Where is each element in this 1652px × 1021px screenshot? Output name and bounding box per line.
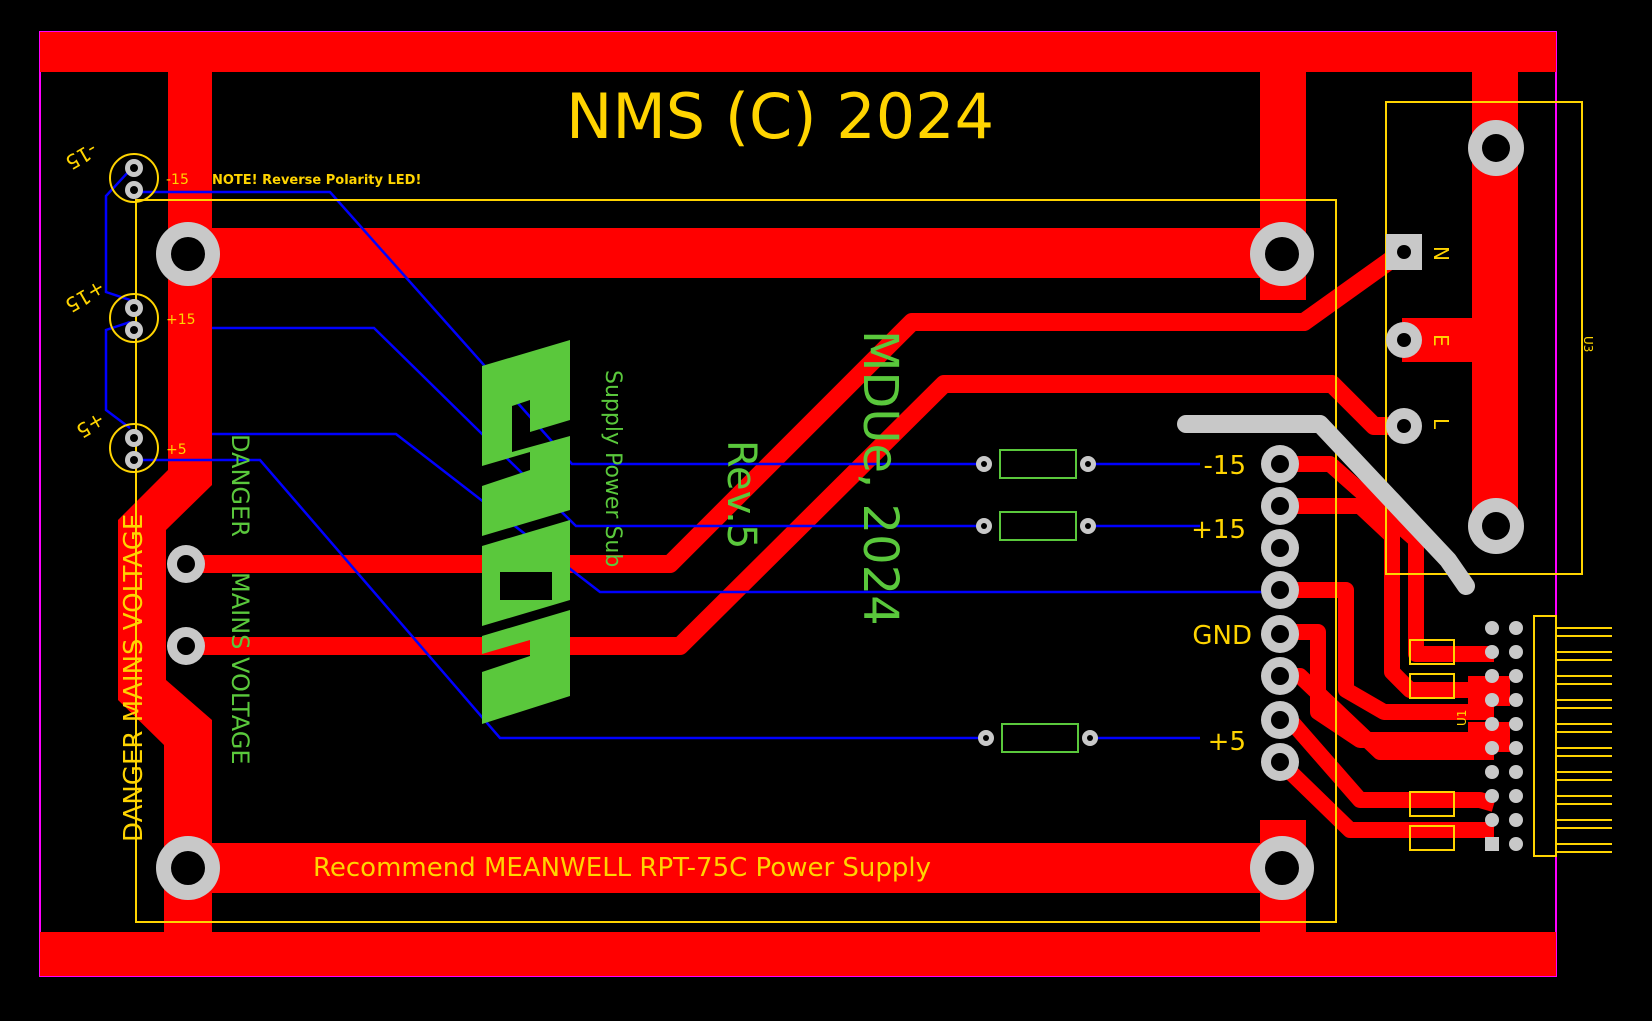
- bottom-silk-layer: [482, 340, 570, 724]
- led-note: NOTE! Reverse Polarity LED!: [212, 173, 421, 188]
- led-m15-trace: [104, 169, 131, 302]
- terminal-outline: [1385, 101, 1583, 575]
- header-label-p15: +15: [1191, 515, 1246, 545]
- terminal-hole-bottom: [1468, 498, 1524, 554]
- danger-silk-label-2: MAINS VOLTAGE: [226, 572, 254, 765]
- connector-fingers: [1556, 627, 1612, 853]
- smd-cap-1: [1409, 639, 1455, 665]
- ac-pad-2: [167, 627, 205, 665]
- smd-cap-3: [1409, 791, 1455, 817]
- connector-pads: [1485, 621, 1523, 851]
- trace-m15: [1280, 456, 1494, 662]
- resistor-r1: [999, 449, 1077, 479]
- terminal-pad-n: [1386, 234, 1422, 270]
- logo-cutout: [500, 572, 552, 600]
- lower-plane-trace: [190, 843, 1282, 893]
- pads: [125, 120, 1524, 900]
- mount-hole-tr: [1250, 222, 1314, 286]
- led-pads: [125, 159, 143, 469]
- bottom-rail-trace: [40, 932, 1556, 976]
- recommend-label: Recommend MEANWELL RPT-75C Power Supply: [313, 853, 931, 883]
- connector-fill: [1468, 676, 1510, 752]
- upper-plane-trace: [190, 228, 1282, 278]
- bottom-copper-layer: [104, 169, 1280, 740]
- connector-ref: U1: [1455, 710, 1469, 726]
- smd-caps: [1409, 639, 1455, 851]
- led-label-p15: +15: [61, 276, 110, 318]
- supply-silk-label: Supply Power Sub: [600, 370, 625, 567]
- trace-gnd-a: [1280, 582, 1494, 720]
- terminal-label-e: E: [1429, 334, 1453, 347]
- terminal-label-n: N: [1429, 246, 1453, 261]
- live-trace: [177, 375, 1411, 655]
- terminal-hole-top: [1468, 120, 1524, 176]
- connector-outline: [1533, 615, 1557, 857]
- header-pad: [1261, 743, 1299, 781]
- logo-mark: [482, 340, 570, 724]
- terminal-label-l: L: [1429, 418, 1453, 430]
- led-pin-m15: -15: [166, 172, 189, 188]
- header-pad: [1261, 445, 1299, 483]
- resistor-r2: [999, 511, 1077, 541]
- led-outline-2: [109, 293, 159, 343]
- led-outline-3: [109, 423, 159, 473]
- trace-gnd-b: [1280, 624, 1494, 748]
- terminal-ref: U3: [1581, 336, 1595, 352]
- led-label-m15: -15: [61, 138, 101, 175]
- mount-hole-bl: [156, 836, 220, 900]
- resistor-pads: [976, 456, 1098, 746]
- led-outline-1: [109, 153, 159, 203]
- header-pads: [1261, 445, 1299, 781]
- led-p15-trace: [104, 320, 131, 429]
- header-pad: [1261, 657, 1299, 695]
- led-pin-p5: +5: [166, 442, 187, 458]
- board-title: NMS (C) 2024: [566, 80, 994, 153]
- blue-p5: [132, 458, 982, 740]
- smd-cap-4: [1409, 825, 1455, 851]
- trace-p15: [1280, 498, 1494, 698]
- header-label-m15: -15: [1204, 451, 1246, 481]
- header-pad: [1261, 529, 1299, 567]
- ac-pad-1: [167, 545, 205, 583]
- danger-mains-label: DANGER MAINS VOLTAGE: [119, 514, 149, 842]
- danger-silk-label-1: DANGER: [226, 434, 254, 537]
- led-label-p5: +5: [72, 408, 110, 444]
- trace-last: [1274, 756, 1494, 838]
- blue-m15: [132, 190, 982, 466]
- top-silk-outlines: [109, 101, 1612, 923]
- header-pad: [1261, 615, 1299, 653]
- mount-hole-br: [1250, 836, 1314, 900]
- blue-p15: [212, 326, 982, 528]
- connector-traces: [1274, 456, 1497, 838]
- mount-hole-tl: [156, 222, 220, 286]
- left-bus-trace: [118, 72, 212, 932]
- header-label-p5: +5: [1208, 727, 1246, 757]
- smd-cap-2: [1409, 673, 1455, 699]
- terminal-pad-l: [1386, 408, 1422, 444]
- revision-label: Rev.5: [718, 440, 764, 549]
- date-silk-label: MDUe, 2024: [852, 330, 908, 626]
- resistors: [999, 449, 1079, 753]
- header-label-gnd: GND: [1192, 621, 1252, 651]
- header-pad: [1261, 487, 1299, 525]
- top-rail-trace: [40, 32, 1556, 72]
- keepout-path: [1177, 415, 1475, 595]
- terminal-pad-e: [1386, 322, 1422, 358]
- led-pin-p15: +15: [166, 312, 196, 328]
- header-pad: [1261, 701, 1299, 739]
- header-pad: [1261, 571, 1299, 609]
- resistor-r3: [1001, 723, 1079, 753]
- psu-module-outline: [135, 199, 1337, 923]
